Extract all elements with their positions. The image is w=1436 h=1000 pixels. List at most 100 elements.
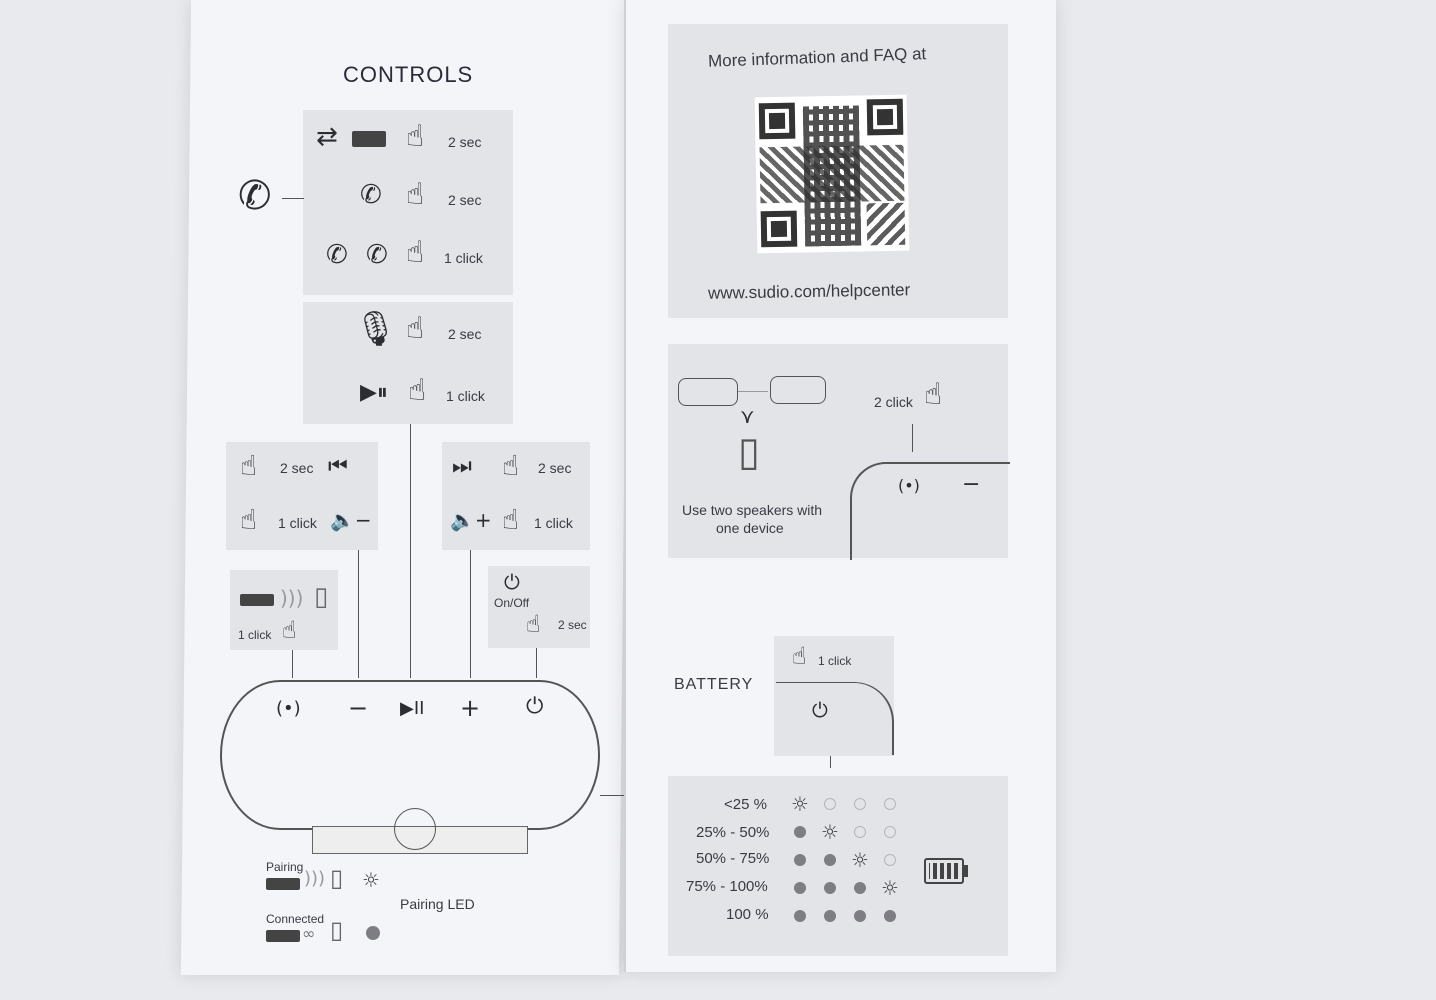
led-off-icon <box>854 826 866 838</box>
led-blinking-icon: ☼ <box>362 868 380 892</box>
led-solid-icon <box>366 926 380 940</box>
next-click-label: 1 click <box>534 515 573 531</box>
arrow-battery <box>830 756 831 768</box>
prev-hold-label: 2 sec <box>280 460 314 476</box>
speaker-pair-button: (•) <box>276 698 301 719</box>
previous-volume-panel <box>226 442 378 550</box>
hand-hold-icon: ☝ <box>240 449 258 482</box>
pairing-led-label: Pairing LED <box>400 896 475 912</box>
led-off-icon <box>884 854 896 866</box>
speaker-power-button: ⏻ <box>526 694 544 719</box>
voice-row-2-label: 1 click <box>446 388 485 404</box>
pairing-click-label: 1 click <box>238 628 272 642</box>
hand-click-icon: ☝ <box>406 235 425 270</box>
wireless-waves-icon: ))) <box>304 868 326 889</box>
led-on-icon <box>824 854 836 866</box>
speaker-left-icon <box>678 378 738 406</box>
led-blinking-icon: ☼ <box>791 792 809 816</box>
volume-up-icon: 🔈+ <box>450 508 492 532</box>
power-icon: ⏻ <box>504 570 520 594</box>
answer-call-icon: ✆ <box>326 240 348 270</box>
led-on-icon <box>884 910 896 922</box>
volume-down-icon: 🔈− <box>330 508 372 532</box>
play-pause-icon: ▶⏸ <box>360 380 388 405</box>
link-icon: ∞ <box>302 924 316 943</box>
power-hold-label: 2 sec <box>558 618 587 632</box>
page-fold <box>624 0 626 972</box>
next-volume-panel <box>442 442 590 550</box>
arrow-pair <box>292 650 293 678</box>
hand-click-icon: ☝ <box>282 616 297 644</box>
pairing-panel <box>230 570 338 650</box>
led-on-icon <box>794 910 806 922</box>
controls-title: CONTROLS <box>343 62 474 87</box>
power-panel <box>488 566 590 648</box>
phone-connector <box>282 198 304 199</box>
speaker-play-button: ▶II <box>400 698 425 719</box>
phone-device-icon: ▯ <box>330 916 344 944</box>
battery-title: BATTERY <box>674 676 754 693</box>
led-off-icon <box>884 798 896 810</box>
voice-row-1-label: 2 sec <box>448 326 482 342</box>
speaker-right-icon <box>770 376 826 404</box>
hand-click-icon: ☝ <box>240 503 258 536</box>
voice-panel <box>303 302 513 424</box>
phone-device-icon: ▯ <box>314 582 329 612</box>
speaker-corner <box>850 462 1010 560</box>
two-speakers-caption-2: one device <box>716 520 784 536</box>
previous-track-icon: ⏮ <box>328 454 348 479</box>
led-blinking-icon: ☼ <box>851 848 869 872</box>
two-speakers-caption-1: Use two speakers with <box>682 502 823 518</box>
microphone-icon: 🎙 <box>354 309 398 349</box>
speaker-plus-button: + <box>460 694 481 722</box>
power-title: On/Off <box>494 596 530 610</box>
battery-level-label: 25% - 50% <box>696 824 770 841</box>
led-off-icon <box>884 826 896 838</box>
battery-level-label: 75% - 100% <box>686 878 768 895</box>
led-on-icon <box>794 882 806 894</box>
arrow-two-click <box>912 424 913 452</box>
next-track-icon: ⏭ <box>452 454 472 479</box>
led-on-icon <box>794 854 806 866</box>
battery-speaker-edge <box>776 682 856 683</box>
speaker-icon <box>266 878 300 890</box>
led-highlight-circle <box>394 808 436 850</box>
wireless-waves-icon: ))) <box>280 586 304 610</box>
hand-click-icon: ☝ <box>792 642 807 670</box>
hand-hold-icon: ☝ <box>526 610 541 638</box>
hand-hold-icon: ☝ <box>406 177 425 212</box>
phone-icon: ✆ <box>238 173 272 219</box>
speaker-icon <box>240 594 274 606</box>
prev-click-label: 1 click <box>278 515 317 531</box>
led-on-icon <box>824 910 836 922</box>
arrow-power <box>536 648 537 678</box>
call-controls-panel <box>303 110 513 295</box>
hand-click-icon: ☝ <box>408 373 427 408</box>
hand-click-icon: ☝ <box>924 377 943 412</box>
qr-code <box>754 94 910 254</box>
arrow-play <box>410 424 411 678</box>
minus-button-icon: − <box>962 472 981 497</box>
battery-level-label: 100 % <box>726 906 769 923</box>
next-hold-label: 2 sec <box>538 460 572 476</box>
led-blinking-icon: ☼ <box>881 876 899 900</box>
hand-click-icon: ☝ <box>502 503 520 536</box>
battery-level-label: <25 % <box>724 796 767 813</box>
hand-hold-icon: ☝ <box>406 119 425 154</box>
speaker-icon <box>352 131 386 147</box>
led-blinking-icon: ☼ <box>821 820 839 844</box>
connected-status-label: Connected <box>266 912 325 926</box>
arrow-plus <box>470 550 471 678</box>
reject-call-icon: ✆ <box>360 180 382 210</box>
phone-device-icon: ▯ <box>330 864 344 892</box>
pair-button-icon: (•) <box>898 476 920 495</box>
link-arrows-icon: ⋎ <box>740 404 755 428</box>
battery-click-label: 1 click <box>818 654 852 668</box>
phone-device-icon: ▯ <box>738 429 761 475</box>
led-on-icon <box>854 910 866 922</box>
call-row-1-label: 2 sec <box>448 134 482 150</box>
end-call-icon: ✆ <box>366 240 388 270</box>
speaker-icon <box>266 930 300 942</box>
led-on-icon <box>854 882 866 894</box>
battery-level-label: 50% - 75% <box>696 850 770 867</box>
